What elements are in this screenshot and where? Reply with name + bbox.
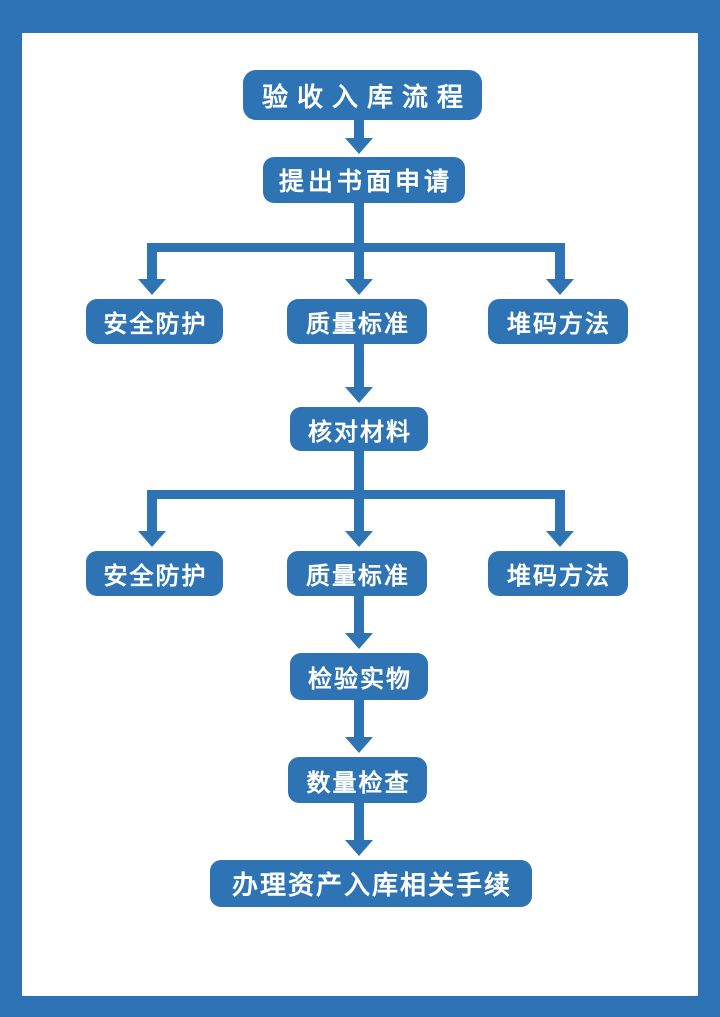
node-branch2-right: 堆码方法 — [488, 551, 628, 596]
arrow-check-to-branch2-right — [546, 490, 574, 547]
arrow-inspect-to-quantity — [345, 700, 373, 753]
node-branch2-left: 安全防护 — [86, 551, 223, 596]
arrow-check-to-branch2-left — [138, 490, 166, 547]
node-branch1-mid: 质量标准 — [287, 299, 427, 344]
node-quantity-check: 数量检查 — [288, 757, 427, 803]
node-branch1-right: 堆码方法 — [488, 299, 628, 344]
arrow-check-to-branch2-mid — [345, 451, 373, 547]
node-branch2-mid: 质量标准 — [287, 551, 427, 596]
arrow-branch2-to-inspect — [345, 596, 373, 649]
node-inspect-items: 检验实物 — [290, 653, 428, 700]
arrow-apply-to-branch1-right — [546, 243, 574, 295]
node-check-materials: 核对材料 — [290, 407, 428, 451]
node-branch1-left: 安全防护 — [86, 299, 223, 344]
arrow-apply-to-branch1-mid — [345, 203, 373, 295]
node-title: 验收入库流程 — [243, 70, 482, 120]
node-apply: 提出书面申请 — [263, 157, 465, 203]
node-final: 办理资产入库相关手续 — [210, 860, 532, 907]
arrow-branch1-to-check — [345, 344, 373, 403]
arrow-title-to-apply — [345, 120, 373, 154]
arrow-quantity-to-final — [345, 803, 373, 856]
arrow-apply-to-branch1-left — [138, 243, 166, 295]
